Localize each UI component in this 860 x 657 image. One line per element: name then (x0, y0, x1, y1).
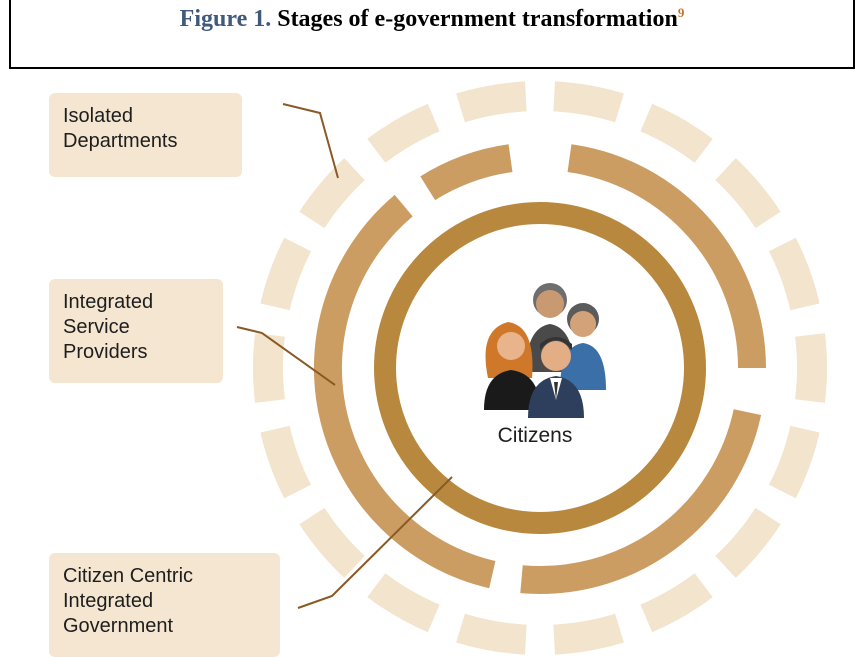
outer-ring-segment (640, 103, 713, 163)
outer-ring-segment (367, 573, 440, 633)
outer-ring (253, 81, 827, 655)
outer-ring-segment (553, 613, 624, 655)
outer-ring-segment (715, 158, 781, 229)
label-citizen-centric-integrated-government: Citizen Centric Integrated Government (49, 553, 280, 657)
figure-caption-box: Figure 1. Stages of e-government transfo… (9, 0, 855, 69)
label-line: Integrated (63, 291, 154, 313)
label-line: Isolated (63, 105, 134, 127)
outer-ring-segment (715, 507, 781, 578)
label-line: Departments (63, 130, 178, 152)
middle-ring-segment (567, 144, 766, 369)
label-isolated-departments: Isolated Departments (49, 93, 242, 177)
outer-ring-segment (260, 425, 312, 499)
figure-title: Stages of e-government transformation (277, 6, 678, 32)
footnote-marker: 9 (677, 5, 685, 20)
citizens-label: Citizens (497, 424, 573, 447)
label-line: Service (63, 316, 130, 338)
people-group-icon (484, 283, 606, 418)
label-line: Providers (63, 341, 148, 363)
middle-ring-segment (313, 194, 496, 589)
outer-ring-segment (367, 103, 440, 163)
figure-number: Figure 1. (179, 6, 272, 32)
leader-line-middle (236, 326, 336, 386)
outer-ring-segment (795, 333, 827, 403)
outer-ring-segment (456, 613, 527, 655)
outer-ring-segment (768, 425, 820, 499)
label-line: Government (63, 615, 174, 637)
label-line: Integrated (63, 590, 154, 612)
middle-ring-segment (420, 144, 513, 201)
outer-ring-segment (553, 81, 624, 123)
leader-line-outer (282, 103, 339, 179)
figure-caption: Figure 1. Stages of e-government transfo… (11, 6, 853, 33)
inner-ring (374, 202, 706, 534)
outer-ring-segment (456, 81, 527, 123)
outer-ring-segment (253, 333, 285, 403)
outer-ring-segment (768, 237, 820, 311)
label-integrated-service-providers: Integrated Service Providers (49, 279, 223, 383)
outer-ring-segment (640, 573, 713, 633)
leader-line-inner (297, 476, 453, 609)
middle-ring-segment (520, 409, 762, 594)
middle-ring (313, 144, 766, 594)
label-line: Citizen Centric (63, 565, 194, 587)
outer-ring-segment (299, 158, 365, 229)
outer-ring-segment (260, 237, 312, 311)
outer-ring-segment (299, 507, 365, 578)
